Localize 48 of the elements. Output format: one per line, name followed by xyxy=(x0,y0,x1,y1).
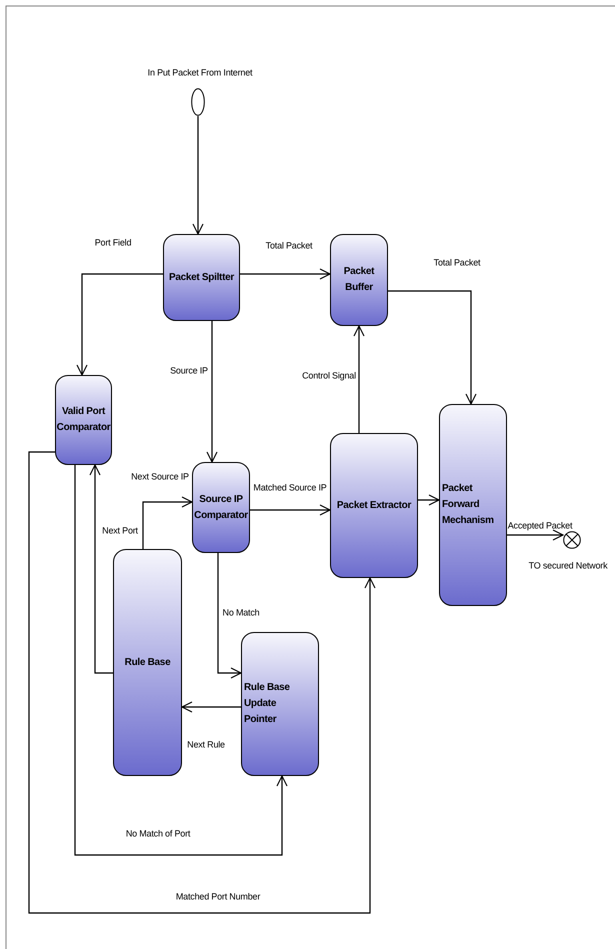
arrow xyxy=(250,504,331,516)
arrow xyxy=(74,465,288,856)
edge-label: Matched Port Number xyxy=(176,892,260,902)
edge-label: Port Field xyxy=(94,238,132,248)
arrow xyxy=(206,321,218,463)
edge-label: Next Source IP xyxy=(131,472,189,482)
node-label: Source IP Comparator xyxy=(194,492,248,522)
arrow xyxy=(217,553,242,679)
arrow xyxy=(181,701,241,713)
edge-label: No Match xyxy=(222,608,260,618)
process-box xyxy=(192,462,250,553)
process-box xyxy=(330,433,418,578)
arrow xyxy=(240,268,331,280)
edge-label: Control Signal xyxy=(302,370,356,382)
edge-label: Total Packet xyxy=(434,258,480,268)
edge-label: Matched Source IP xyxy=(253,482,327,494)
arrow xyxy=(142,496,193,549)
end-circle xyxy=(563,531,581,549)
node-label: Packet Extractor xyxy=(336,498,412,512)
edge-label: Accepted Packet xyxy=(508,520,572,532)
node-label: Packet Forward Mechanism xyxy=(442,482,495,528)
process-box xyxy=(241,632,319,776)
process-box xyxy=(330,234,388,326)
node-label: Rule Base xyxy=(124,656,170,670)
node-caption: TO secured Network xyxy=(528,560,608,572)
process-box xyxy=(439,404,507,606)
arrow xyxy=(388,290,477,405)
node-label: Packet Buffer xyxy=(342,265,376,295)
edge-label: Next Port xyxy=(102,526,138,536)
arrow xyxy=(76,273,163,376)
edge-label: Source IP xyxy=(170,366,208,376)
arrow xyxy=(192,116,204,235)
node-label: Rule Base Update Pointer xyxy=(244,681,291,727)
arrow xyxy=(353,325,365,433)
edge-label: No Match of Port xyxy=(126,828,190,840)
edge-label: Total Packet xyxy=(266,240,312,252)
start-circle xyxy=(191,88,205,116)
node-caption: In Put Packet From Internet xyxy=(148,68,252,78)
node-label: Packet Spiltter xyxy=(169,270,234,284)
node-label: Valid Port Comparator xyxy=(56,405,110,435)
arrow xyxy=(418,494,440,506)
process-box xyxy=(55,375,112,465)
process-box xyxy=(113,549,182,776)
arrow xyxy=(507,529,564,541)
process-box xyxy=(163,234,240,321)
arrow xyxy=(89,464,113,674)
arrow xyxy=(28,451,376,914)
edge-label: Next Rule xyxy=(187,740,225,750)
